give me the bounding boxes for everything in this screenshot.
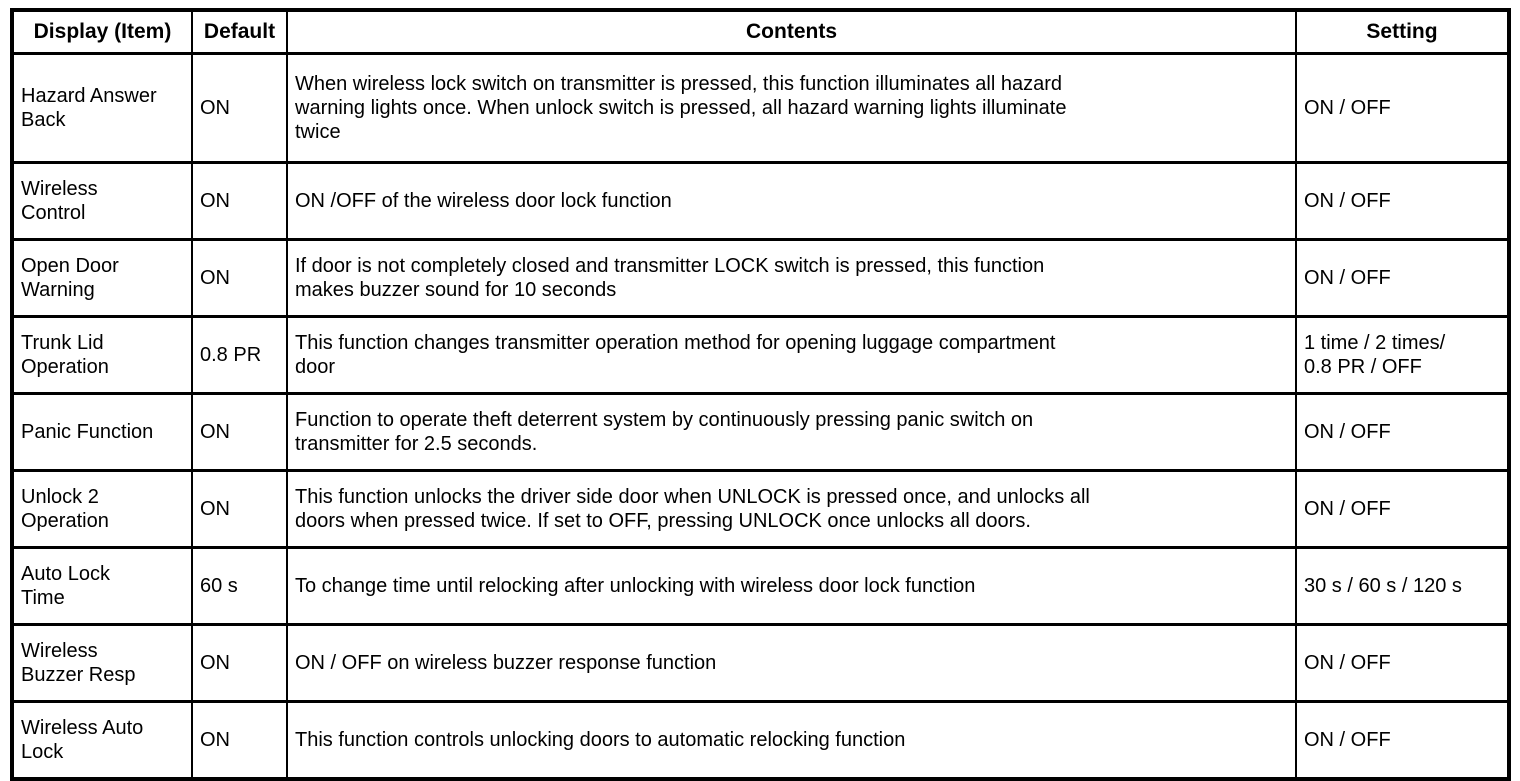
table-row-wireless-auto-lock: Wireless Auto Lock ON This function cont… (11, 700, 1510, 781)
setting-cell: ON / OFF (1295, 392, 1510, 472)
display-item-cell: Unlock 2 Operation (11, 469, 193, 549)
default-cell: ON (191, 469, 288, 549)
setting-cell: 30 s / 60 s / 120 s (1295, 546, 1510, 626)
display-item-cell: Trunk Lid Operation (11, 315, 193, 395)
column-header-default: Default (191, 8, 288, 55)
default-cell: ON (191, 623, 288, 703)
display-item-cell: Auto Lock Time (11, 546, 193, 626)
column-header-setting: Setting (1295, 8, 1510, 55)
display-item-cell: Panic Function (11, 392, 193, 472)
default-cell: ON (191, 52, 288, 164)
setting-cell: ON / OFF (1295, 52, 1510, 164)
contents-cell: This function controls unlocking doors t… (286, 700, 1297, 781)
default-cell: ON (191, 392, 288, 472)
header-row: Display (Item) Default Contents Setting (11, 8, 1510, 55)
column-header-contents: Contents (286, 8, 1297, 55)
display-item-cell: Hazard Answer Back (11, 52, 193, 164)
setting-cell: ON / OFF (1295, 623, 1510, 703)
setting-cell: 1 time / 2 times/ 0.8 PR / OFF (1295, 315, 1510, 395)
setting-cell: ON / OFF (1295, 161, 1510, 241)
column-header-display-item: Display (Item) (11, 8, 193, 55)
table-row-wireless-buzzer-resp: Wireless Buzzer Resp ON ON / OFF on wire… (11, 623, 1510, 703)
default-cell: ON (191, 161, 288, 241)
table-row-wireless-control: Wireless Control ON ON /OFF of the wirel… (11, 161, 1510, 241)
table-row-unlock-2-operation: Unlock 2 Operation ON This function unlo… (11, 469, 1510, 549)
table-row-hazard-answer-back: Hazard Answer Back ON When wireless lock… (11, 52, 1510, 164)
contents-cell: When wireless lock switch on transmitter… (286, 52, 1297, 164)
customization-settings-table: Display (Item) Default Contents Setting … (10, 8, 1511, 781)
display-item-cell: Wireless Buzzer Resp (11, 623, 193, 703)
table-row-panic-function: Panic Function ON Function to operate th… (11, 392, 1510, 472)
default-cell: 60 s (191, 546, 288, 626)
display-item-cell: Wireless Auto Lock (11, 700, 193, 781)
contents-cell: This function changes transmitter operat… (286, 315, 1297, 395)
contents-cell: Function to operate theft deterrent syst… (286, 392, 1297, 472)
table-row-auto-lock-time: Auto Lock Time 60 s To change time until… (11, 546, 1510, 626)
setting-cell: ON / OFF (1295, 700, 1510, 781)
default-cell: ON (191, 700, 288, 781)
table-row-open-door-warning: Open Door Warning ON If door is not comp… (11, 238, 1510, 318)
contents-cell: ON / OFF on wireless buzzer response fun… (286, 623, 1297, 703)
setting-cell: ON / OFF (1295, 238, 1510, 318)
default-cell: 0.8 PR (191, 315, 288, 395)
contents-cell: If door is not completely closed and tra… (286, 238, 1297, 318)
table-row-trunk-lid-operation: Trunk Lid Operation 0.8 PR This function… (11, 315, 1510, 395)
display-item-cell: Open Door Warning (11, 238, 193, 318)
default-cell: ON (191, 238, 288, 318)
display-item-cell: Wireless Control (11, 161, 193, 241)
contents-cell: This function unlocks the driver side do… (286, 469, 1297, 549)
contents-cell: ON /OFF of the wireless door lock functi… (286, 161, 1297, 241)
contents-cell: To change time until relocking after unl… (286, 546, 1297, 626)
setting-cell: ON / OFF (1295, 469, 1510, 549)
